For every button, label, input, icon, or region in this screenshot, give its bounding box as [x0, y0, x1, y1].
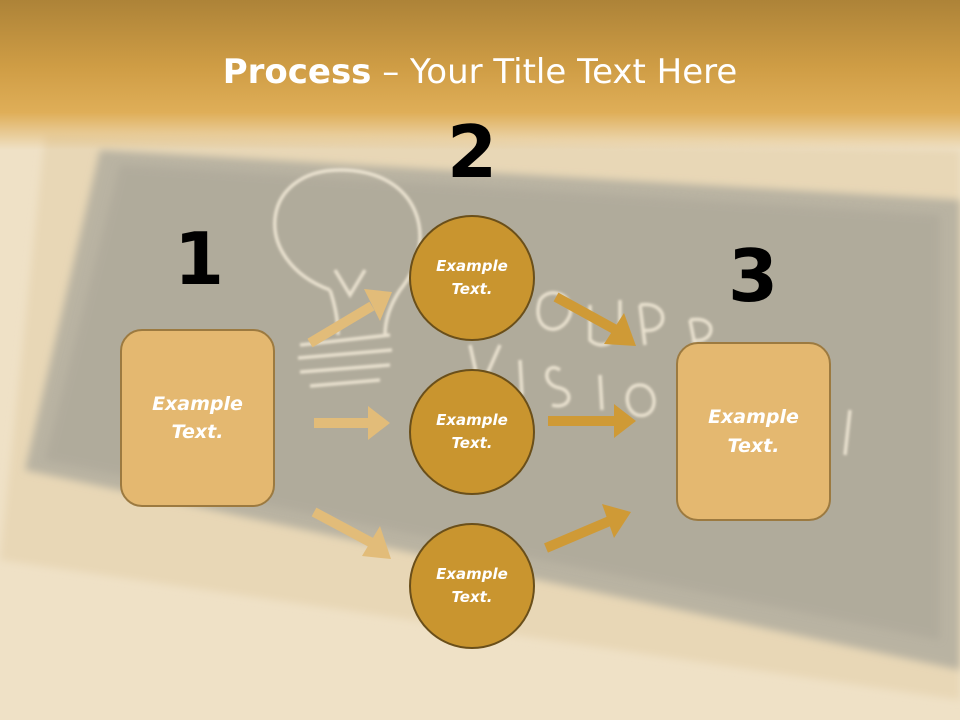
step-number-2: 2	[446, 110, 498, 194]
circle-top-label: Example Text.	[436, 256, 508, 298]
circle-top[interactable]: Example Text.	[409, 215, 535, 341]
title-rest: – Your Title Text Here	[371, 52, 738, 92]
arrow-left-to-bottom	[311, 507, 391, 559]
slide-title: Process – Your Title Text Here	[0, 52, 960, 92]
right-text-box-label: Example Text.	[708, 406, 799, 457]
circle-bottom-label: Example Text.	[436, 564, 508, 606]
arrow-top-to-right	[553, 292, 636, 346]
arrow-middle-to-right	[548, 404, 636, 438]
left-text-box-label: Example Text.	[152, 392, 243, 444]
arrow-left-to-top	[307, 289, 392, 348]
step-number-1: 1	[173, 217, 225, 301]
arrow-left-to-middle	[314, 406, 390, 440]
title-bold: Process	[222, 52, 372, 92]
circle-middle[interactable]: Example Text.	[409, 369, 535, 495]
right-text-box[interactable]: Example Text.	[676, 342, 831, 521]
title-band	[0, 0, 960, 150]
circle-bottom[interactable]: Example Text.	[409, 523, 535, 649]
circle-middle-label: Example Text.	[436, 410, 508, 452]
arrow-bottom-to-right	[544, 504, 631, 553]
left-text-box[interactable]: Example Text.	[120, 329, 275, 507]
step-number-3: 3	[727, 234, 779, 318]
